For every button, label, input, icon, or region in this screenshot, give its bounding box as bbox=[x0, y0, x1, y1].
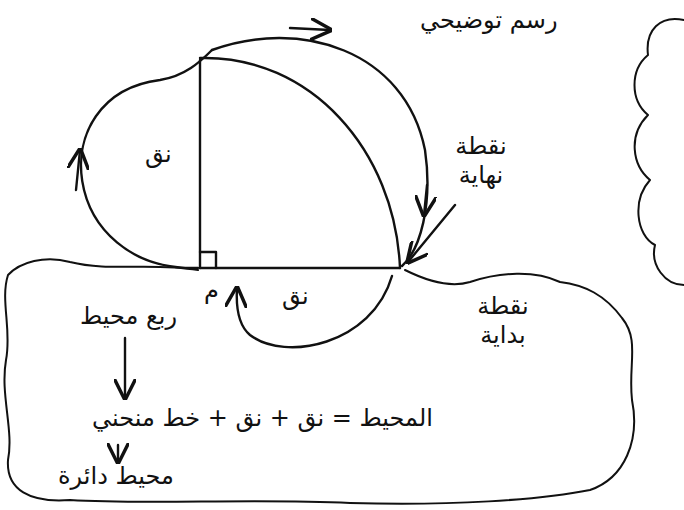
perimeter-loop bbox=[81, 50, 212, 268]
note-label: نق bbox=[145, 140, 172, 169]
direction-arrow bbox=[76, 150, 80, 190]
direction-arrow bbox=[290, 28, 330, 30]
radius-line bbox=[200, 267, 400, 269]
note-label: نقطة نهاية bbox=[446, 132, 516, 190]
leader-arrow bbox=[408, 205, 455, 262]
note-label: م bbox=[204, 276, 219, 305]
curved-arrow bbox=[237, 276, 392, 347]
direction-arrow bbox=[424, 185, 427, 215]
note-label: محيط دائرة bbox=[58, 462, 174, 491]
right-angle-mark bbox=[200, 252, 216, 268]
cloud-outline bbox=[4, 259, 634, 504]
quarter-arc bbox=[200, 58, 400, 268]
perimeter-loop bbox=[212, 38, 427, 266]
down-arrow bbox=[124, 338, 126, 398]
down-arrow bbox=[117, 445, 119, 462]
note-label: نق bbox=[282, 282, 309, 311]
note-label: المحيط = نق + نق + خط منحني bbox=[92, 404, 433, 433]
note-label: ربع محيط bbox=[80, 302, 177, 331]
note-label: رسم توضيحي bbox=[420, 6, 558, 35]
note-label: نقطة بداية bbox=[468, 292, 538, 350]
radius-line bbox=[199, 60, 201, 268]
cloud-outline bbox=[635, 19, 684, 285]
